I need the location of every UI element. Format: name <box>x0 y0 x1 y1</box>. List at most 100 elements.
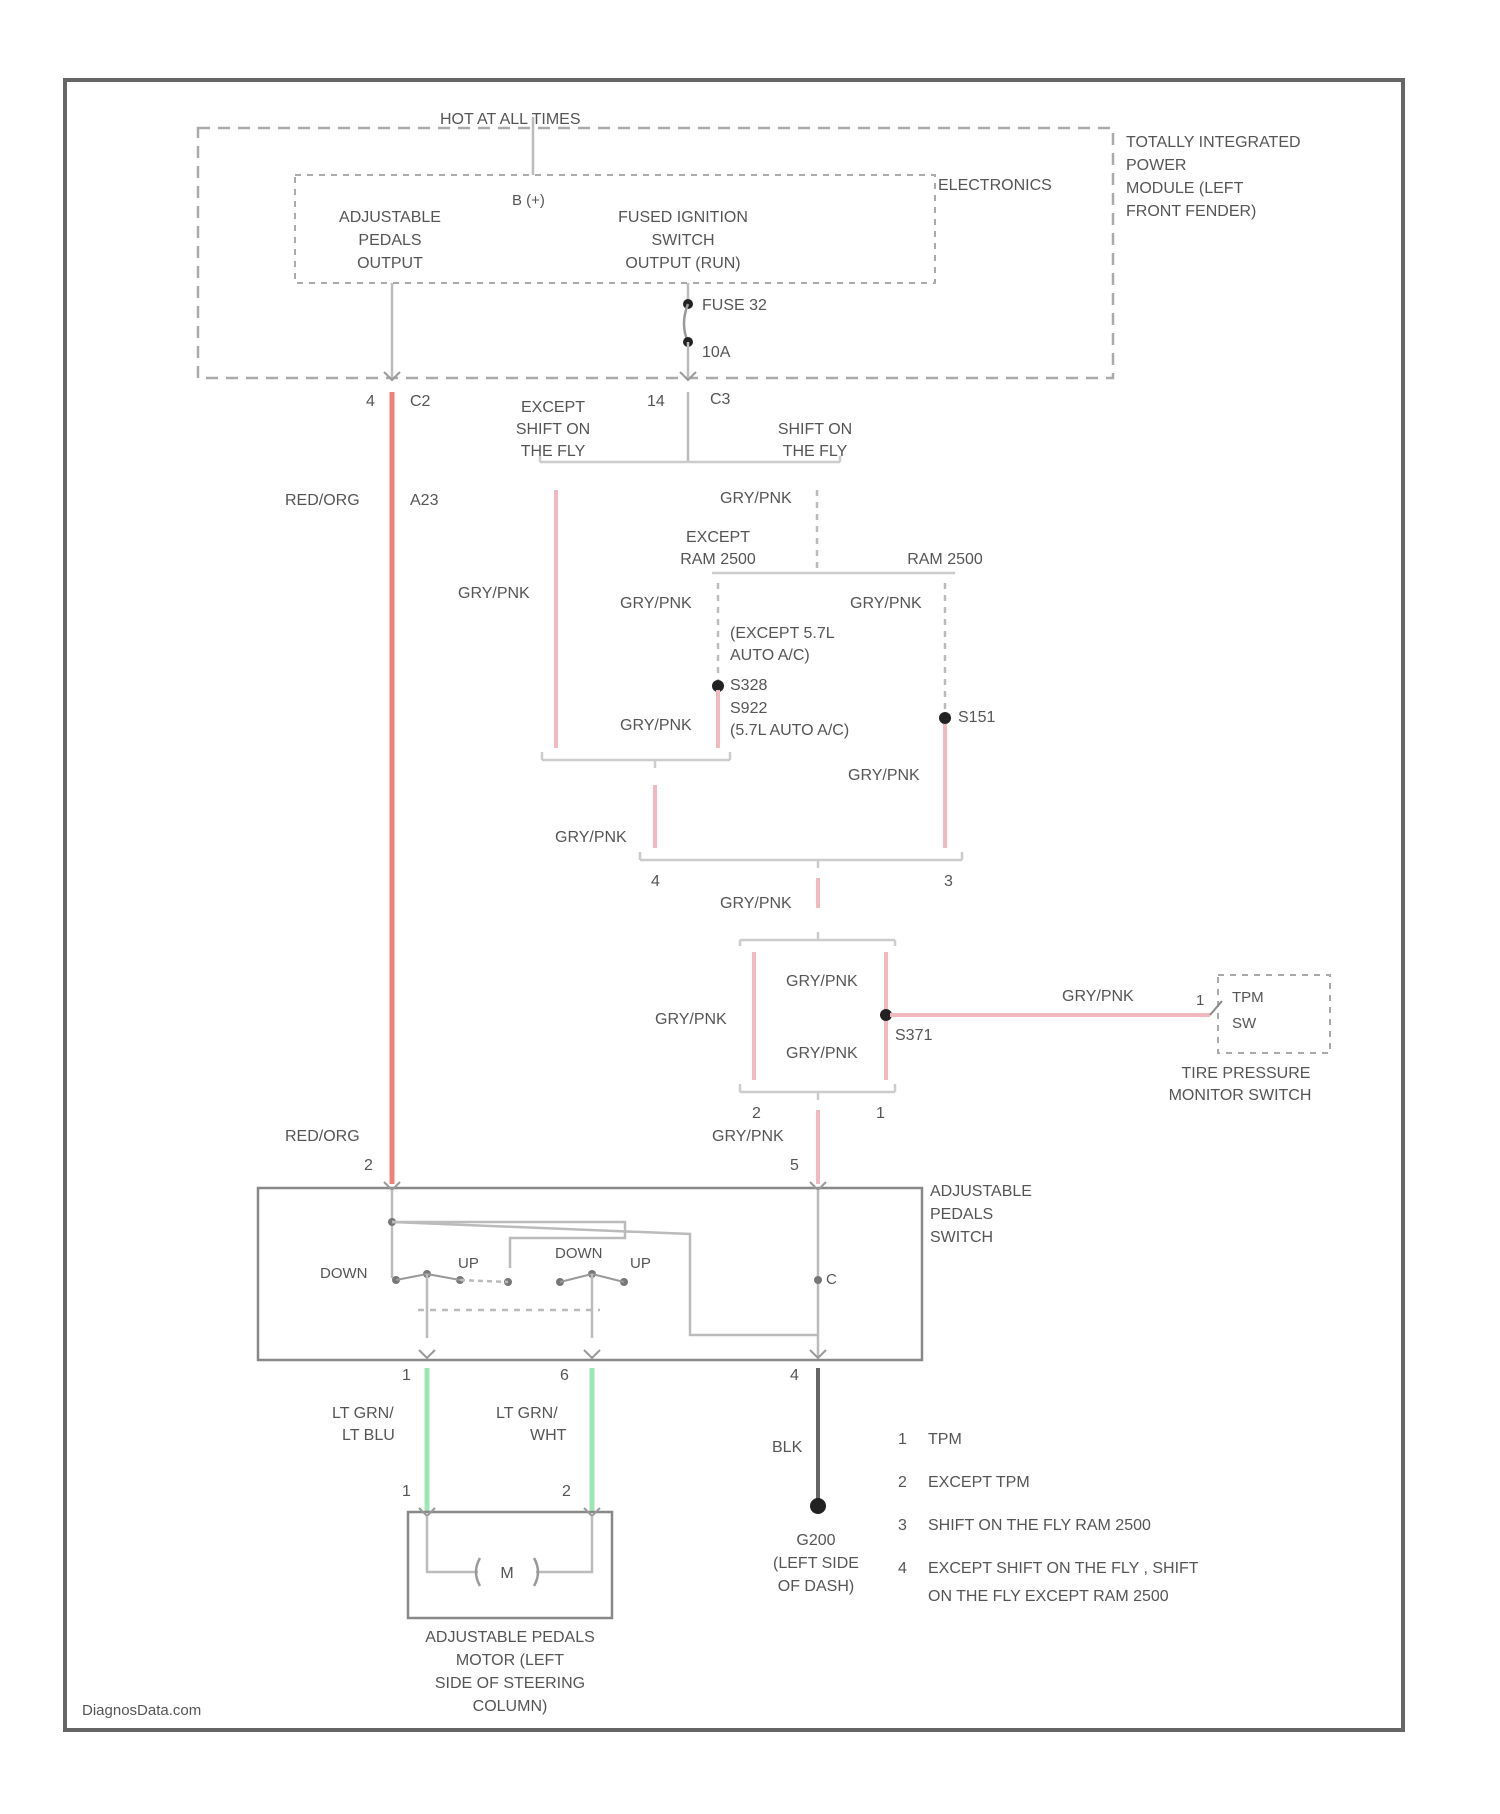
except-ram-line: RAM 2500 <box>680 551 756 568</box>
tpm-name-line: MONITOR SWITCH <box>1169 1087 1312 1104</box>
except-57-line: (EXCEPT 5.7L <box>730 625 835 642</box>
gry-pnk-label: GRY/PNK <box>786 973 858 990</box>
legend-text: SHIFT ON THE FLY RAM 2500 <box>928 1517 1151 1534</box>
adjustable-output-line: ADJUSTABLE <box>339 209 441 226</box>
motor-name-line: SIDE OF STEERING <box>435 1675 585 1692</box>
legend-number: 4 <box>898 1560 907 1577</box>
pin-c3-number: 14 <box>647 393 665 410</box>
splice-s922-note: (5.7L AUTO A/C) <box>730 722 849 739</box>
fused-ignition-line: SWITCH <box>651 232 714 249</box>
switch-name-line: PEDALS <box>930 1206 993 1223</box>
switch-up-label: UP <box>630 1255 651 1272</box>
switch-name-line: SWITCH <box>930 1229 993 1246</box>
module-name-line: POWER <box>1126 157 1186 174</box>
switch-pin-1-label: 1 <box>402 1367 411 1384</box>
gry-pnk-label: GRY/PNK <box>712 1128 784 1145</box>
connector-bottom-icon <box>419 1350 826 1358</box>
motor-name-line: MOTOR (LEFT <box>456 1652 564 1669</box>
adjustable-pedals-switch: ADJUSTABLE PEDALS SWITCH DOWN UP DOWN UP… <box>258 1182 1032 1384</box>
motor-name-line: ADJUSTABLE PEDALS <box>425 1629 595 1646</box>
motor-symbol: M <box>500 1565 513 1582</box>
except-ram-line: EXCEPT <box>686 529 750 546</box>
branch-index-4: 4 <box>651 873 660 890</box>
connector-c3-label: C3 <box>710 391 731 408</box>
legend-number: 3 <box>898 1517 907 1534</box>
adjustable-output-line: OUTPUT <box>357 255 423 272</box>
ground-name-line: G200 <box>796 1532 835 1549</box>
option-branches: EXCEPT SHIFT ON THE FLY SHIFT ON THE FLY… <box>458 392 1210 1184</box>
blk-label: BLK <box>772 1439 803 1456</box>
a23-label: A23 <box>410 492 439 509</box>
except-shift-line: EXCEPT <box>521 399 585 416</box>
fused-ignition-line: OUTPUT (RUN) <box>625 255 740 272</box>
switch-junction-dot <box>814 1276 822 1284</box>
b-plus-label: B (+) <box>512 192 545 209</box>
red-org-label-top: RED/ORG <box>285 492 360 509</box>
module-name-line: MODULE (LEFT <box>1126 180 1244 197</box>
legend-number: 2 <box>898 1474 907 1491</box>
connector-c2-label: C2 <box>410 393 431 410</box>
switch-pin-6-label: 6 <box>560 1367 569 1384</box>
splice-s922-label: S922 <box>730 700 767 717</box>
tire-pressure-monitor-switch: 1 TPM SW TIRE PRESSURE MONITOR SWITCH <box>1169 975 1330 1104</box>
lt-grn-wht-line: LT GRN/ <box>496 1405 558 1422</box>
ground-name-line: OF DASH) <box>778 1578 854 1595</box>
legend: 1 TPM 2 EXCEPT TPM 3 SHIFT ON THE FLY RA… <box>898 1431 1199 1605</box>
ram-2500-label: RAM 2500 <box>907 551 983 568</box>
gry-pnk-label: GRY/PNK <box>620 717 692 734</box>
gry-pnk-label: GRY/PNK <box>850 595 922 612</box>
fuse-label: FUSE 32 <box>702 297 767 314</box>
splice-s371-label: S371 <box>895 1027 932 1044</box>
ground-name-line: (LEFT SIDE <box>773 1555 859 1572</box>
except-shift-line: THE FLY <box>521 443 586 460</box>
branch-index-1: 1 <box>876 1105 885 1122</box>
shift-line: THE FLY <box>783 443 848 460</box>
switch-pin-5-label: 5 <box>790 1157 799 1174</box>
tpm-text: TPM <box>1232 989 1264 1006</box>
switch-pin-4-label: 4 <box>790 1367 799 1384</box>
power-module: HOT AT ALL TIMES B (+) TOTALLY INTEGRATE… <box>198 111 1301 410</box>
fused-ignition-line: FUSED IGNITION <box>618 209 748 226</box>
gry-pnk-label: GRY/PNK <box>720 895 792 912</box>
tpm-pin-label: 1 <box>1196 992 1204 1009</box>
legend-text: EXCEPT SHIFT ON THE FLY , SHIFT <box>928 1560 1199 1577</box>
branch-index-2: 2 <box>752 1105 761 1122</box>
ground-g200-icon <box>810 1498 826 1514</box>
gry-pnk-label: GRY/PNK <box>786 1045 858 1062</box>
legend-text: ON THE FLY EXCEPT RAM 2500 <box>928 1588 1169 1605</box>
lt-grn-lt-blu-line: LT BLU <box>342 1427 395 1444</box>
legend-number: 1 <box>898 1431 907 1448</box>
tpm-sw-text: SW <box>1232 1015 1257 1032</box>
module-name-line: FRONT FENDER) <box>1126 203 1256 220</box>
gry-pnk-label: GRY/PNK <box>1062 988 1134 1005</box>
splice-s151-label: S151 <box>958 709 995 726</box>
gry-pnk-label: GRY/PNK <box>720 490 792 507</box>
watermark: DiagnosData.com <box>82 1702 201 1719</box>
pin-c2-number: 4 <box>366 393 375 410</box>
legend-text: TPM <box>928 1431 962 1448</box>
fuse-icon <box>684 304 688 342</box>
gry-pnk-label: GRY/PNK <box>555 829 627 846</box>
tpm-switch-contact-icon <box>1210 1001 1222 1015</box>
branch-index-3: 3 <box>944 873 953 890</box>
red-org-label-bottom: RED/ORG <box>285 1128 360 1145</box>
tpm-name-line: TIRE PRESSURE <box>1182 1065 1311 1082</box>
lt-grn-lt-blu-line: LT GRN/ <box>332 1405 394 1422</box>
splice-s328-label: S328 <box>730 677 767 694</box>
switch-down-label: DOWN <box>555 1245 603 1262</box>
except-shift-line: SHIFT ON <box>516 421 590 438</box>
switch-down-label: DOWN <box>320 1265 368 1282</box>
gry-pnk-label: GRY/PNK <box>848 767 920 784</box>
motor-pin-1-label: 1 <box>402 1483 411 1500</box>
splice-s151-dot <box>939 712 951 724</box>
except-57-line: AUTO A/C) <box>730 647 810 664</box>
switch-c-label: C <box>826 1271 837 1288</box>
switch-name-line: ADJUSTABLE <box>930 1183 1032 1200</box>
adjustable-output-line: PEDALS <box>358 232 421 249</box>
motor-pin-2-label: 2 <box>562 1483 571 1500</box>
motor-name-line: COLUMN) <box>473 1698 548 1715</box>
hot-at-all-times-label: HOT AT ALL TIMES <box>440 111 581 128</box>
lt-grn-wht-line: WHT <box>530 1427 567 1444</box>
gry-pnk-label: GRY/PNK <box>458 585 530 602</box>
